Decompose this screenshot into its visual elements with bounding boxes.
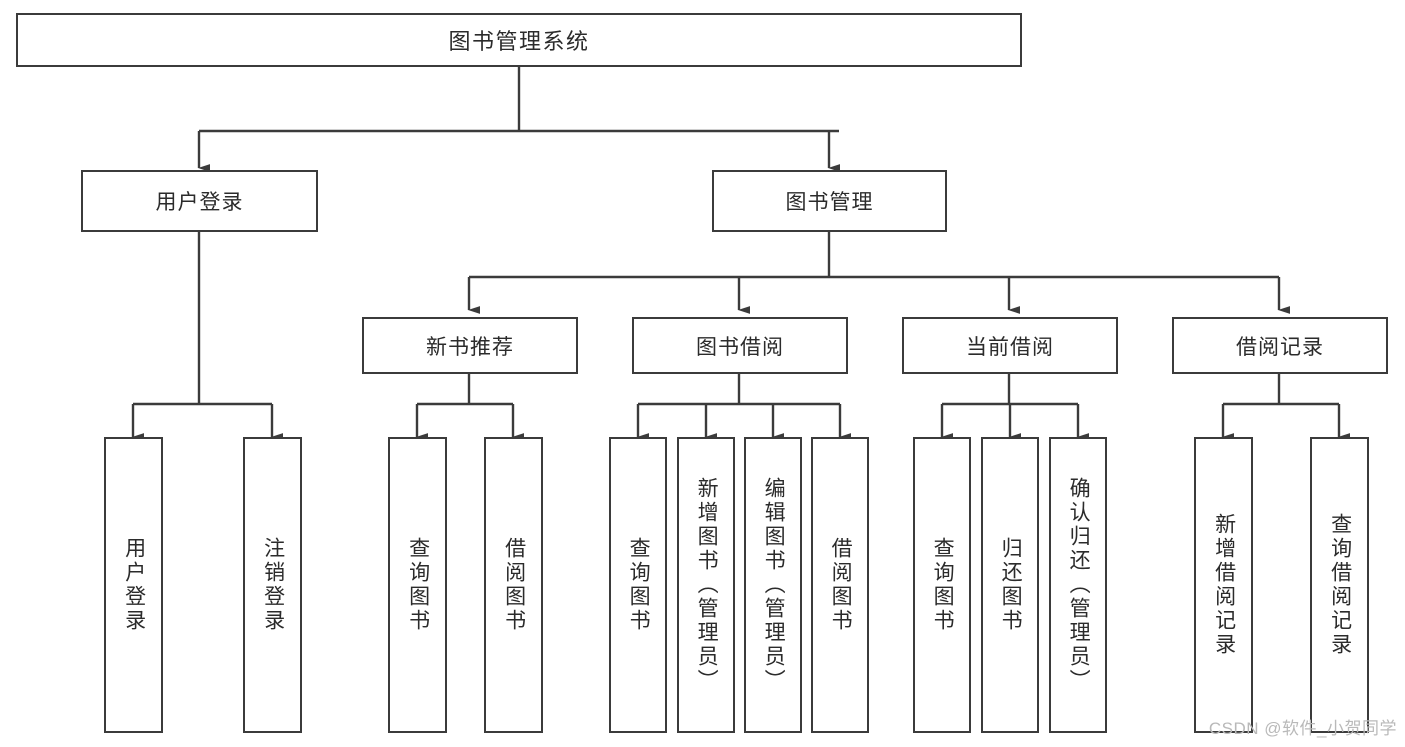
leaf-label: 新增图书（管理员）	[695, 477, 719, 693]
leaf-new-book-query[interactable]: 查询图书	[388, 437, 447, 733]
leaf-label: 借阅图书	[829, 537, 853, 633]
node-book-manage[interactable]: 图书管理	[712, 170, 947, 232]
leaf-label: 查询图书	[931, 537, 955, 633]
leaf-label: 用户登录	[122, 537, 146, 633]
leaf-book-borrow-borrow[interactable]: 借阅图书	[811, 437, 869, 733]
node-new-book-recommend[interactable]: 新书推荐	[362, 317, 578, 374]
watermark-text: CSDN @软件_小贺同学	[1208, 719, 1397, 738]
leaf-borrow-record-add[interactable]: 新增借阅记录	[1194, 437, 1253, 733]
leaf-book-borrow-edit[interactable]: 编辑图书（管理员）	[744, 437, 802, 733]
leaf-label: 归还图书	[999, 537, 1023, 633]
leaf-book-borrow-add[interactable]: 新增图书（管理员）	[677, 437, 735, 733]
leaf-new-book-borrow[interactable]: 借阅图书	[484, 437, 543, 733]
leaf-book-borrow-query[interactable]: 查询图书	[609, 437, 667, 733]
node-borrow-record-label: 借阅记录	[1236, 335, 1324, 359]
node-new-book-recommend-label: 新书推荐	[426, 335, 514, 359]
node-book-manage-label: 图书管理	[785, 191, 874, 214]
leaf-label: 查询图书	[627, 537, 651, 633]
leaf-borrow-record-query[interactable]: 查询借阅记录	[1310, 437, 1369, 733]
node-book-borrow-label: 图书借阅	[696, 335, 784, 359]
node-book-borrow[interactable]: 图书借阅	[632, 317, 848, 374]
node-user-login[interactable]: 用户登录	[81, 170, 318, 232]
leaf-label: 注销登录	[261, 537, 285, 633]
leaf-current-borrow-confirm[interactable]: 确认归还（管理员）	[1049, 437, 1107, 733]
leaf-user-login-login[interactable]: 用户登录	[104, 437, 163, 733]
leaf-current-borrow-query[interactable]: 查询图书	[913, 437, 971, 733]
node-current-borrow[interactable]: 当前借阅	[902, 317, 1118, 374]
leaf-label: 查询借阅记录	[1328, 513, 1352, 657]
leaf-current-borrow-return[interactable]: 归还图书	[981, 437, 1039, 733]
leaf-label: 编辑图书（管理员）	[762, 477, 786, 693]
node-root[interactable]: 图书管理系统	[16, 13, 1022, 67]
leaf-user-login-logout[interactable]: 注销登录	[243, 437, 302, 733]
node-current-borrow-label: 当前借阅	[966, 335, 1054, 359]
leaf-label: 查询图书	[406, 537, 430, 633]
leaf-label: 确认归还（管理员）	[1067, 477, 1091, 693]
node-user-login-label: 用户登录	[155, 191, 244, 214]
node-borrow-record[interactable]: 借阅记录	[1172, 317, 1388, 374]
leaf-label: 新增借阅记录	[1212, 513, 1236, 657]
leaf-label: 借阅图书	[502, 537, 526, 633]
node-root-label: 图书管理系统	[448, 29, 590, 54]
